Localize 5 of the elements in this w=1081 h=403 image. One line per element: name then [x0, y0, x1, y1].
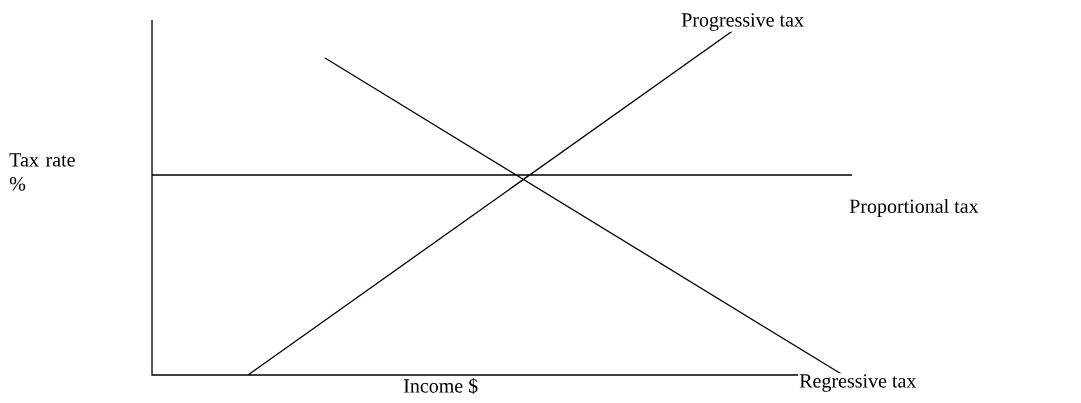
axis-label: Tax rate %	[8, 152, 91, 192]
line-label: Proportional tax	[848, 197, 980, 219]
axis-label: Income $	[402, 377, 480, 395]
line-label: Progressive tax	[680, 12, 805, 32]
line-label: Regressive tax	[798, 373, 918, 393]
